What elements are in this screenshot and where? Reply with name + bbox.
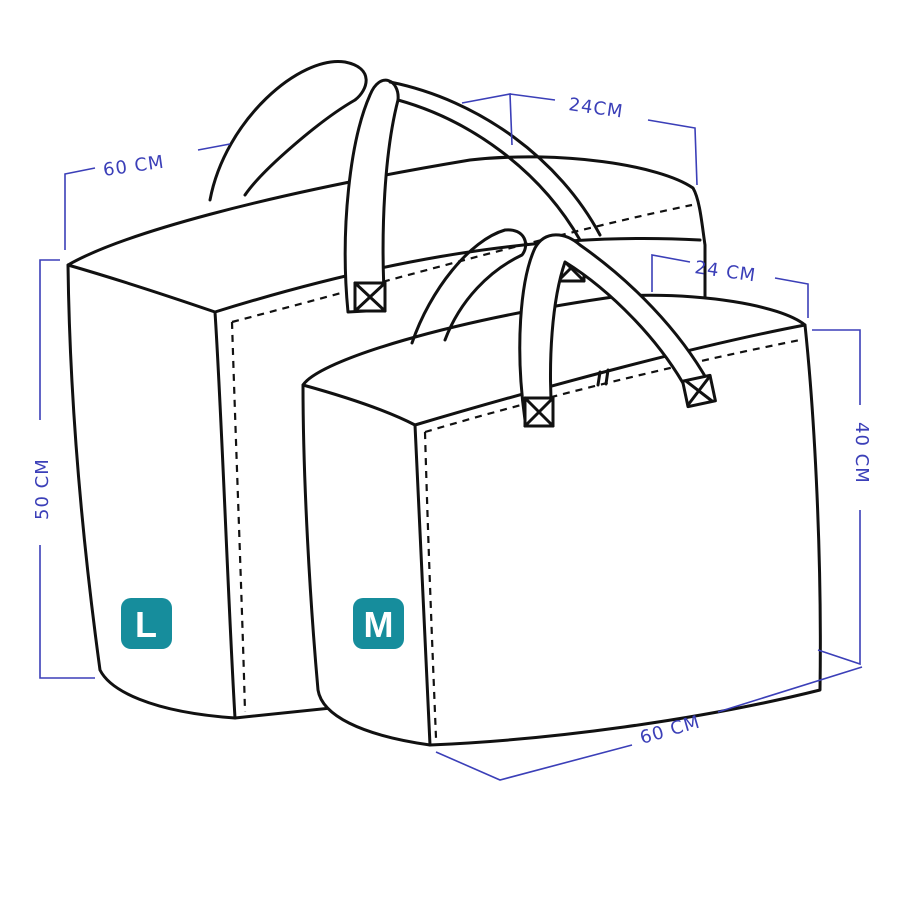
large-depth-dim-line (461, 93, 698, 186)
medium-depth-dim-line (651, 254, 809, 318)
stitch-x-icon (353, 281, 387, 313)
size-badge-large-label: L (135, 604, 157, 645)
large-height-dim-line (39, 259, 95, 679)
large-width-dim-line (64, 143, 231, 250)
medium-bag-zipper-seam (423, 338, 801, 739)
medium-height-dim-line (812, 329, 861, 666)
large-bag-handle-front-arc (388, 80, 602, 242)
stitch-x-icon (684, 374, 714, 407)
medium-bag-body (301, 293, 822, 747)
large-bag-handle-back (208, 60, 368, 202)
size-badge-medium: M (353, 598, 404, 649)
large-height-label: 50 CM (32, 458, 53, 520)
size-badge-medium-label: M (364, 604, 394, 645)
large-width-label: 60 CM (102, 152, 166, 181)
stitch-x-icon (523, 396, 555, 428)
medium-height-label: 40 CM (851, 422, 872, 484)
medium-bag-front-edge (301, 383, 432, 747)
large-bag-top-edge (213, 236, 702, 314)
medium-bag-zipper-pull (596, 368, 610, 387)
large-bag-front-edge (66, 263, 237, 720)
medium-bag-top-edge (413, 323, 807, 427)
medium-width-dim-line (435, 666, 863, 781)
medium-bag-handle-back (410, 228, 528, 345)
large-depth-label: 24CM (567, 94, 624, 122)
medium-bag (301, 228, 822, 747)
large-bag-zipper-seam (230, 203, 693, 713)
size-badge-large: L (121, 598, 172, 649)
